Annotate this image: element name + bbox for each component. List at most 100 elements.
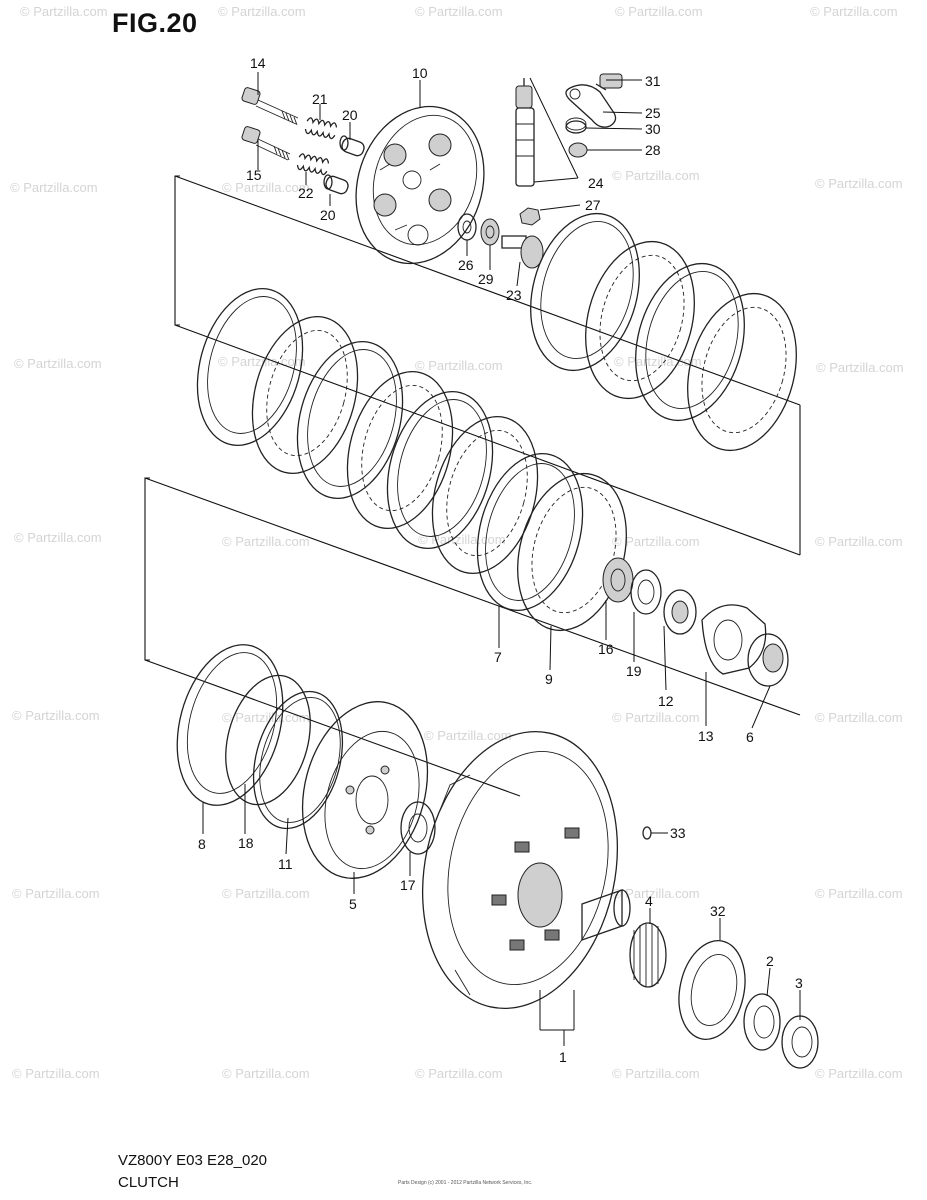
clutch-sleeve-hub-5 bbox=[301, 701, 429, 879]
callout-20: 20 bbox=[320, 207, 336, 223]
callout-10: 10 bbox=[412, 65, 428, 81]
model-code: VZ800Y E03 E28_020 bbox=[118, 1152, 268, 1169]
callout-6: 6 bbox=[746, 729, 754, 745]
frame-upper-bottom bbox=[174, 324, 801, 556]
spring-plate-8 bbox=[176, 644, 284, 806]
watermark-text: © Partzilla.com bbox=[222, 710, 310, 725]
callout-31: 31 bbox=[645, 73, 661, 89]
watermark-text: © Partzilla.com bbox=[222, 886, 310, 901]
callout-9: 9 bbox=[545, 671, 553, 687]
watermark-text: © Partzilla.com bbox=[612, 534, 700, 549]
callout-22: 22 bbox=[298, 185, 314, 201]
watermark-text: © Partzilla.com bbox=[12, 886, 100, 901]
primary-driven-gear-1 bbox=[421, 730, 619, 1010]
thrust-washer-2 bbox=[743, 993, 781, 1051]
nut-27 bbox=[519, 207, 541, 226]
hub-12 bbox=[663, 589, 697, 635]
bearing-29 bbox=[480, 218, 500, 246]
watermark-text: © Partzilla.com bbox=[14, 530, 102, 545]
watermark-text: © Partzilla.com bbox=[222, 180, 310, 195]
watermark-text: © Partzilla.com bbox=[815, 1066, 903, 1081]
washer-26 bbox=[457, 213, 477, 241]
watermark-text: © Partzilla.com bbox=[612, 1066, 700, 1081]
seat-18 bbox=[225, 674, 311, 806]
callout-labels: 14 21 20 10 31 25 30 28 15 22 20 24 27 2… bbox=[198, 55, 803, 1065]
watermark-text: © Partzilla.com bbox=[222, 1066, 310, 1081]
callout-18: 18 bbox=[238, 835, 254, 851]
watermark-text: © Partzilla.com bbox=[424, 728, 512, 743]
callout-13: 13 bbox=[698, 728, 714, 744]
watermark-text: © Partzilla.com bbox=[615, 4, 703, 19]
pressure-plate-10 bbox=[355, 105, 485, 265]
callout-29: 29 bbox=[478, 271, 494, 287]
figure-title: FIG.20 bbox=[112, 8, 198, 38]
callout-20: 20 bbox=[342, 107, 358, 123]
section-name: CLUTCH bbox=[118, 1174, 179, 1191]
spring-cap-20-upper bbox=[339, 135, 365, 157]
clutch-spring-22 bbox=[296, 153, 330, 176]
frame-lower-top bbox=[144, 477, 801, 716]
clutch-spring-21 bbox=[304, 117, 338, 140]
release-pin-23 bbox=[501, 235, 544, 269]
thrust-washer-3 bbox=[781, 1015, 819, 1069]
watermark-text: © Partzilla.com bbox=[815, 710, 903, 725]
bearing-6 bbox=[747, 633, 789, 687]
callout-24: 24 bbox=[588, 175, 604, 191]
callout-2: 2 bbox=[766, 953, 774, 969]
callout-30: 30 bbox=[645, 121, 661, 137]
callout-33: 33 bbox=[670, 825, 686, 841]
release-arm-25 bbox=[565, 84, 617, 128]
watermark-text: © Partzilla.com bbox=[614, 354, 702, 369]
watermark-layer: © Partzilla.com © Partzilla.com © Partzi… bbox=[10, 4, 904, 1081]
callout-11: 11 bbox=[278, 856, 293, 872]
callout-4: 4 bbox=[645, 893, 653, 909]
watermark-text: © Partzilla.com bbox=[612, 168, 700, 183]
leader-lines bbox=[202, 72, 801, 1046]
needle-bearing-4 bbox=[629, 922, 667, 988]
watermark-text: © Partzilla.com bbox=[815, 886, 903, 901]
callout-23: 23 bbox=[506, 287, 522, 303]
frame-lower-bottom bbox=[144, 659, 521, 797]
clutch-spring-bolt-15 bbox=[241, 126, 291, 161]
watermark-text: © Partzilla.com bbox=[816, 360, 904, 375]
callout-19: 19 bbox=[626, 663, 642, 679]
callout-27: 27 bbox=[585, 197, 601, 213]
oil-pump-drive-gear-32 bbox=[678, 939, 746, 1041]
callout-3: 3 bbox=[795, 975, 803, 991]
bolt-31 bbox=[595, 73, 623, 91]
watermark-text: © Partzilla.com bbox=[612, 886, 700, 901]
frame-lower-left bbox=[144, 477, 150, 661]
callout-7: 7 bbox=[494, 649, 502, 665]
watermark-text: © Partzilla.com bbox=[415, 1066, 503, 1081]
callout-14: 14 bbox=[250, 55, 266, 71]
callout-26: 26 bbox=[458, 257, 474, 273]
callout-25: 25 bbox=[645, 105, 661, 121]
callout-21: 21 bbox=[312, 91, 328, 107]
callout-12: 12 bbox=[658, 693, 674, 709]
callout-15: 15 bbox=[246, 167, 262, 183]
oil-seal-30 bbox=[565, 117, 587, 134]
frame-upper-top bbox=[174, 175, 801, 406]
seat-13 bbox=[701, 604, 767, 675]
release-rod-24 bbox=[515, 77, 579, 187]
watermark-text: © Partzilla.com bbox=[12, 708, 100, 723]
spacer-33 bbox=[642, 826, 652, 840]
clutch-spring-bolt-14 bbox=[241, 87, 299, 126]
spring-cap-20-lower bbox=[323, 174, 349, 195]
watermark-text: © Partzilla.com bbox=[815, 176, 903, 191]
washer-17 bbox=[400, 801, 436, 855]
washer-16 bbox=[602, 557, 634, 603]
callout-17: 17 bbox=[400, 877, 416, 893]
spacer-shaft bbox=[581, 889, 631, 941]
group-frames bbox=[144, 175, 801, 797]
watermark-text: © Partzilla.com bbox=[10, 180, 98, 195]
watermark-text: © Partzilla.com bbox=[14, 356, 102, 371]
frame-upper-left bbox=[174, 175, 180, 326]
drive-plate-9 bbox=[517, 472, 627, 632]
watermark-text: © Partzilla.com bbox=[815, 534, 903, 549]
watermark-text: © Partzilla.com bbox=[222, 534, 310, 549]
watermark-text: © Partzilla.com bbox=[415, 4, 503, 19]
copyright-notice: Parts Design (c) 2001 - 2012 Partzilla N… bbox=[398, 1180, 533, 1186]
